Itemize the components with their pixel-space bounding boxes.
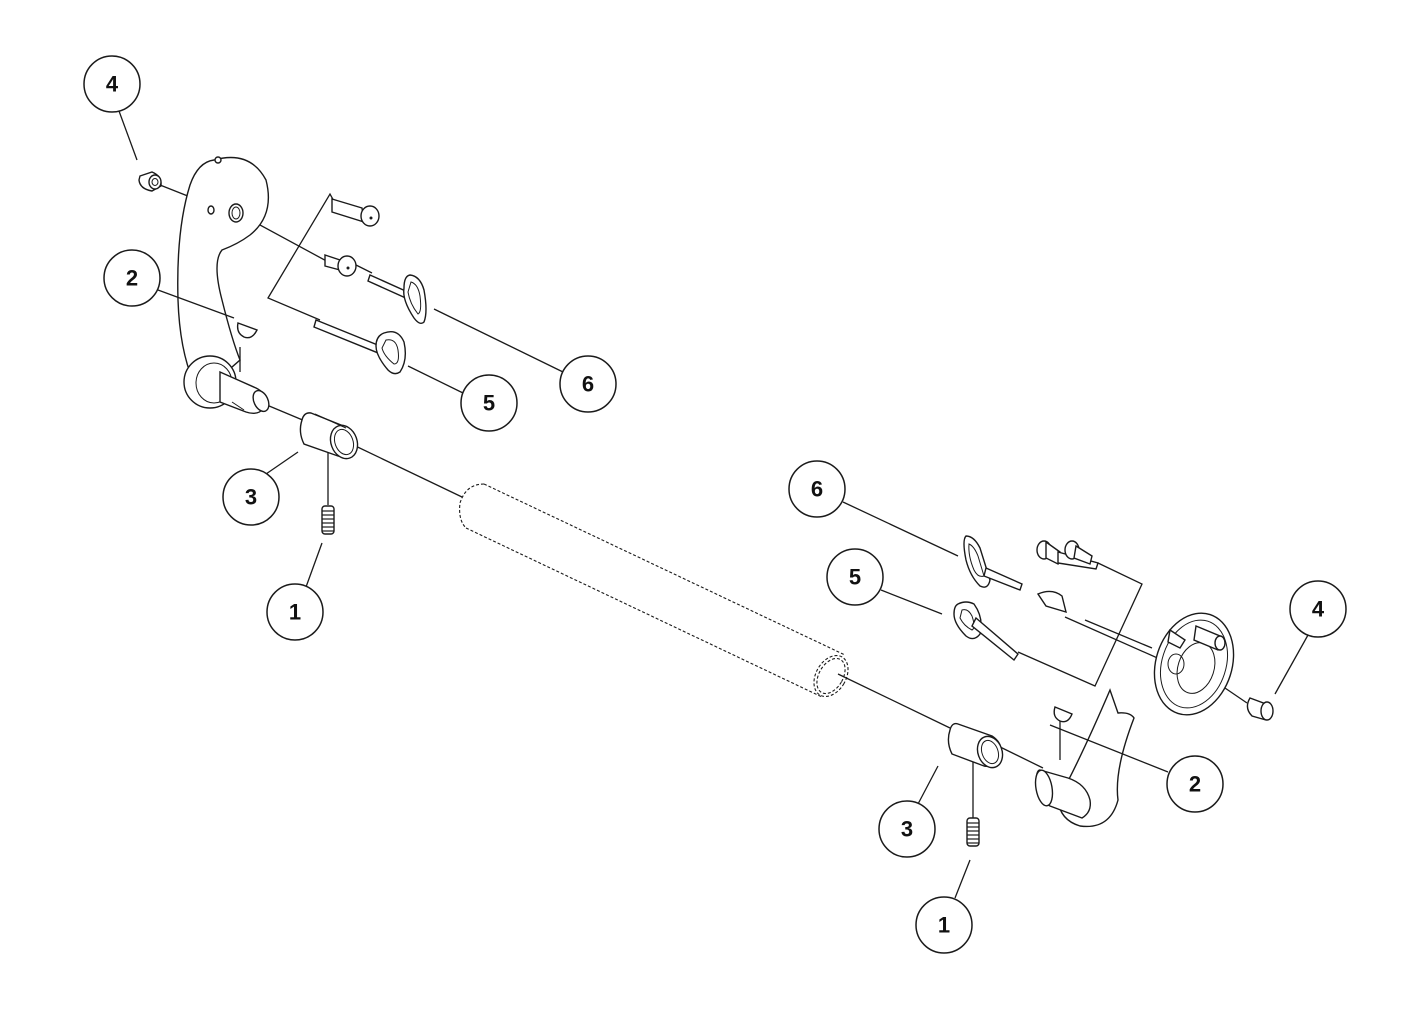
assembly-axis-lines <box>159 184 1248 818</box>
t-handle-key-short-right <box>963 535 1067 614</box>
right-crank-arm <box>1034 612 1235 828</box>
left-crank-arm <box>177 156 270 415</box>
svg-text:2: 2 <box>1189 772 1201 797</box>
balloon-leaders <box>118 110 1309 899</box>
svg-text:2: 2 <box>126 266 138 291</box>
shoulder-bolt-left-lower <box>324 254 357 277</box>
coupling-sleeve-left <box>299 412 359 460</box>
svg-text:3: 3 <box>901 817 913 842</box>
set-screw-left <box>321 505 335 535</box>
svg-text:1: 1 <box>289 600 301 625</box>
connecting-tube <box>459 483 849 698</box>
balloon-5-left: 5 <box>460 374 518 432</box>
balloon-4-left: 4 <box>83 55 141 113</box>
shoulder-bolt-left-upper <box>331 198 380 227</box>
balloon-1-right: 1 <box>915 896 973 954</box>
woodruff-key-left <box>236 322 258 339</box>
balloon-2-right: 2 <box>1166 755 1224 813</box>
svg-text:6: 6 <box>582 372 594 397</box>
balloon-1-left: 1 <box>266 583 324 641</box>
shoulder-bolt-right-lower <box>1064 540 1093 565</box>
balloon-3-right: 3 <box>878 800 936 858</box>
t-handle-key-short-left <box>367 274 427 325</box>
svg-text:1: 1 <box>938 913 950 938</box>
balloon-5-right: 5 <box>826 548 884 606</box>
svg-text:5: 5 <box>483 391 495 416</box>
svg-text:6: 6 <box>811 477 823 502</box>
coupling-sleeve-right <box>947 722 1004 769</box>
t-handle-key-long-left <box>313 319 407 375</box>
balloon-6-left: 6 <box>559 355 617 413</box>
end-cap-nut-right <box>1246 697 1274 721</box>
balloon-3-left: 3 <box>222 468 280 526</box>
svg-text:5: 5 <box>849 565 861 590</box>
t-handle-key-long-right <box>953 601 1019 662</box>
woodruff-key-right <box>1053 706 1073 723</box>
balloon-6-right: 6 <box>788 460 846 518</box>
svg-text:3: 3 <box>245 485 257 510</box>
end-cap-nut-left <box>138 171 162 192</box>
svg-text:4: 4 <box>106 72 119 97</box>
svg-text:4: 4 <box>1312 597 1325 622</box>
balloon-4-right: 4 <box>1289 580 1347 638</box>
set-screw-right <box>966 817 980 847</box>
balloon-2-left: 2 <box>103 249 161 307</box>
